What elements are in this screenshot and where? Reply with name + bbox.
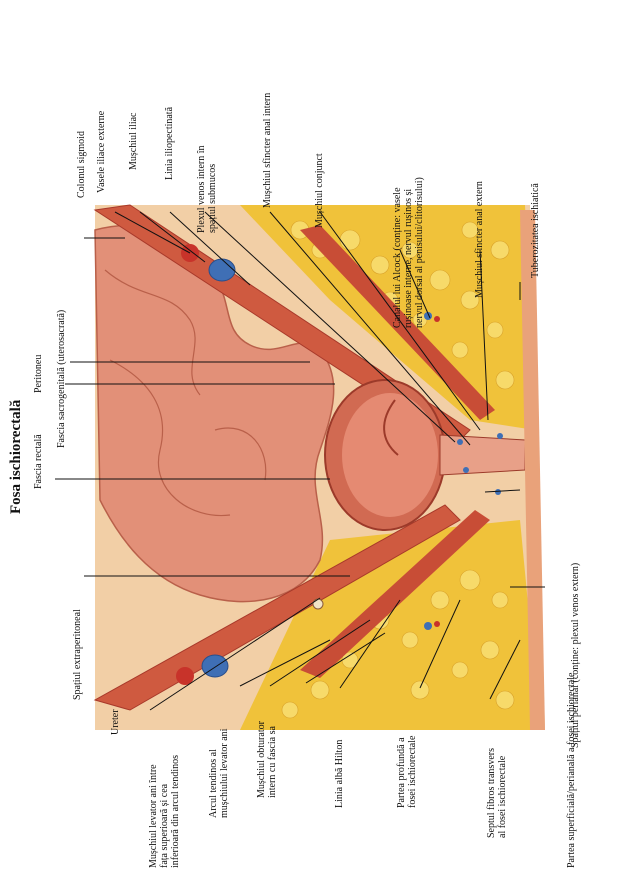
label-sfincter-anal-extern: Mușchiul sfincter anal extern <box>474 181 485 298</box>
label-levator-ani-fete: Mușchiul levator ani între fața superioa… <box>148 754 181 868</box>
label-muschiul-conjunct: Mușchiul conjunct <box>314 153 325 228</box>
venous-plexus <box>457 433 503 495</box>
label-linia-iliopectinata: Linia iliopectinată <box>164 106 175 180</box>
colon-fold-1 <box>104 269 201 396</box>
rectal-fold <box>383 399 399 456</box>
label-ureter: Ureter <box>110 709 121 735</box>
label-fascia-sacrogenitala: Fascia sacrogenitală (uterosacrată) <box>56 309 67 448</box>
lower-sphincter-band <box>300 510 490 678</box>
label-partea-superficiala: Partea superficială/perianală a fosei is… <box>566 672 577 868</box>
label-vasele-iliace: Vasele iliace externe <box>96 110 107 193</box>
label-canalul-alcock: Canalul lui Alcock (conține: vasele ruși… <box>392 177 425 328</box>
figure-title: Fosa ischiorectală <box>8 399 24 514</box>
rectum-lumen <box>342 393 438 517</box>
label-spatiul-extraperitoneal: Spațiul extraperitoneal <box>72 609 83 700</box>
label-septul-fibros: Septul fibros transvers al fosei ischior… <box>486 748 508 838</box>
label-plexul-venos-intern: Plexul venos intern în spațiul submucos <box>196 145 218 234</box>
colon-fold-3 <box>214 427 267 481</box>
label-sfincter-anal-intern: Mușchiul sfincter anal intern <box>262 92 273 208</box>
label-tuberozitatea-ischiatica: Tuberozitatea ischiatică <box>530 183 541 278</box>
label-fascia-rectala: Fascia rectală <box>33 434 44 489</box>
iliac-artery-lower <box>176 667 194 685</box>
lower-muscle-band <box>93 504 461 711</box>
label-colonul-sigmoid: Colonul sigmoid <box>76 131 87 198</box>
alcock-vessels-lower <box>424 621 440 630</box>
label-obturator-intern: Mușchiul obturator intern cu fascia sa <box>256 721 278 798</box>
label-linia-hilton: Linia albă Hilton <box>334 739 345 808</box>
perineal-skin <box>520 210 545 730</box>
leader-lines <box>55 211 545 711</box>
label-partea-profunda: Partea profundă a fosei ischiorectale <box>396 735 418 808</box>
label-peritoneu: Peritoneu <box>33 354 44 393</box>
upper-sphincter-band <box>300 225 495 420</box>
label-arcul-tendinos: Arcul tendinos al mușchiului levator ani <box>208 728 230 818</box>
label-muschiul-iliac: Mușchiul iliac <box>128 112 139 171</box>
colon-fold-2 <box>109 359 231 517</box>
